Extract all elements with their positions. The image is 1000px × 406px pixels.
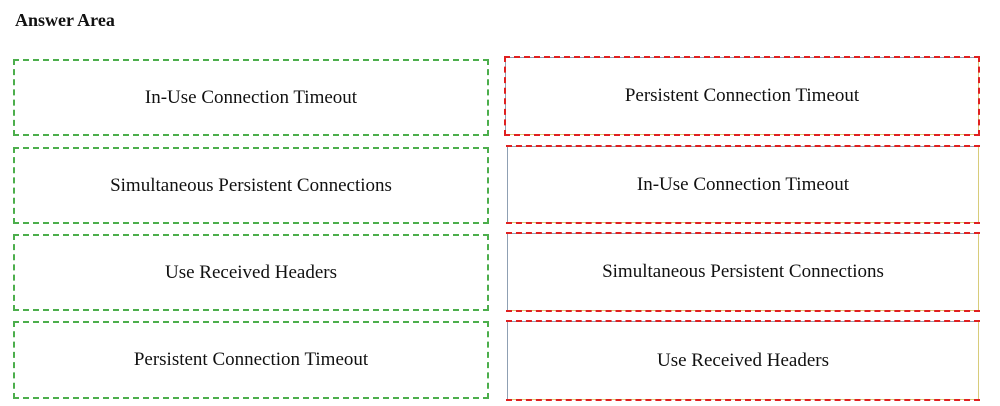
answer-box-right-4[interactable]: Use Received Headers	[506, 320, 980, 401]
answer-label: Simultaneous Persistent Connections	[602, 261, 884, 282]
option-label: Use Received Headers	[165, 261, 337, 283]
option-box-left-2[interactable]: Simultaneous Persistent Connections	[13, 147, 489, 224]
answer-label: Use Received Headers	[657, 349, 829, 371]
option-box-left-4[interactable]: Persistent Connection Timeout	[13, 321, 489, 399]
option-box-left-3[interactable]: Use Received Headers	[13, 234, 489, 311]
option-box-left-1[interactable]: In-Use Connection Timeout	[13, 59, 489, 136]
option-label: Persistent Connection Timeout	[133, 349, 369, 370]
answer-area-heading: Answer Area	[15, 10, 115, 30]
answer-box-right-1[interactable]: Persistent Connection Timeout	[504, 56, 980, 136]
answer-label: In-Use Connection Timeout	[636, 173, 850, 195]
option-label: Simultaneous Persistent Connections	[110, 174, 392, 196]
answer-label: Persistent Connection Timeout	[624, 85, 860, 106]
option-label: In-Use Connection Timeout	[144, 86, 358, 108]
answer-box-right-3[interactable]: Simultaneous Persistent Connections	[506, 232, 980, 312]
answer-box-right-2[interactable]: In-Use Connection Timeout	[506, 145, 980, 224]
